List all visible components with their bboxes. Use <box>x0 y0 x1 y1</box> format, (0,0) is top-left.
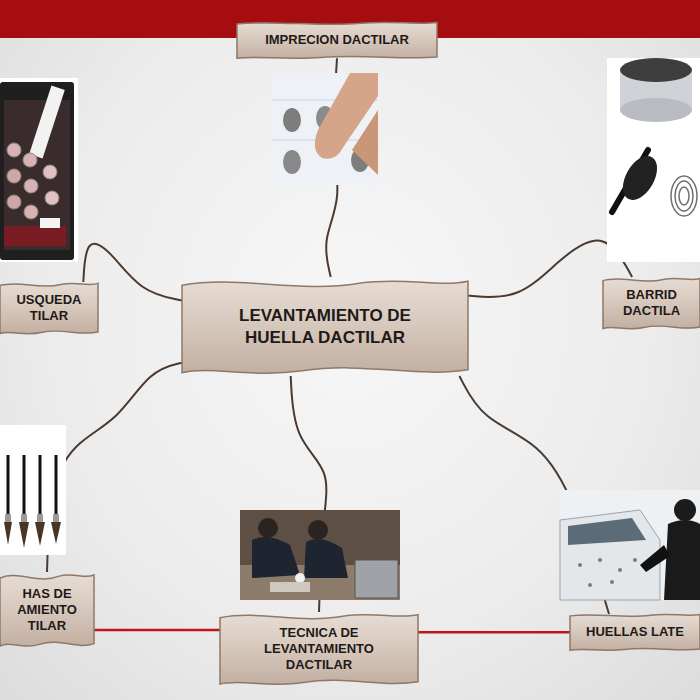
banner-label: LEVANTAMIENTO DE HUELLA DACTILAR <box>210 305 440 348</box>
banner-shape <box>220 615 418 685</box>
central-banner: LEVANTAMIENTO DE HUELLA DACTILAR <box>182 275 468 378</box>
topic-banner: IMPRECION DACTILAR <box>237 20 437 60</box>
banner-label: TECNICA DE LEVANTAMIENTO DACTILAR <box>254 625 384 674</box>
powder-picture <box>607 58 700 262</box>
brushes-picture <box>0 425 66 555</box>
fingerprint-picture <box>272 73 378 185</box>
banner-label: BARRID DACTILA <box>617 287 687 320</box>
branch-line <box>47 363 183 572</box>
topic-banner: HAS DE AMIENTO TILAR <box>0 570 94 650</box>
topic-banner: USQUEDA TILAR <box>0 280 98 337</box>
banner-shape <box>0 575 94 646</box>
banner-shape <box>603 278 700 328</box>
banner-label: HUELLAS LATE <box>586 624 684 640</box>
topic-banner: BARRID DACTILA <box>603 275 700 332</box>
banner-shape <box>182 281 468 373</box>
kit-picture <box>0 78 78 262</box>
topic-banner: TECNICA DE LEVANTAMIENTO DACTILAR <box>220 610 418 688</box>
banner-shape <box>0 283 98 333</box>
banner-outline <box>182 275 468 378</box>
technicians-picture <box>240 510 400 600</box>
banner-label: USQUEDA TILAR <box>14 292 84 325</box>
banner-shape <box>570 614 700 650</box>
topic-banner: HUELLAS LATE <box>570 612 700 652</box>
car-picture <box>560 490 700 600</box>
link-line <box>417 631 571 634</box>
banner-label: IMPRECION DACTILAR <box>265 32 409 48</box>
banner-label: HAS DE AMIENTO TILAR <box>13 586 81 635</box>
banner-shape <box>237 22 437 58</box>
link-line <box>93 629 221 632</box>
